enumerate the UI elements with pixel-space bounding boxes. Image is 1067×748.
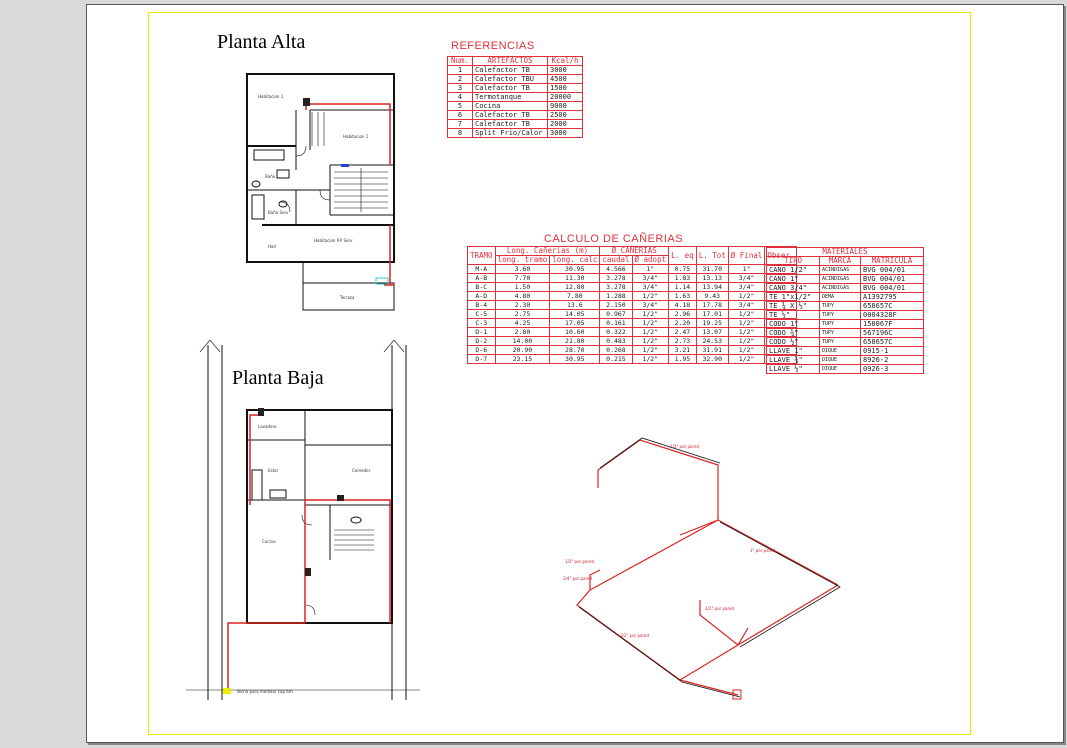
label-lavadero: Lavadero (258, 424, 277, 429)
planta-baja-gas-line (227, 414, 391, 690)
planta-baja-title: Planta Baja (232, 367, 324, 389)
iso-label-2: 3/4" por pared (563, 576, 592, 581)
planta-baja-plan (186, 339, 420, 700)
referencias-title: REFERENCIAS (451, 40, 535, 52)
label-bano: Baño (265, 174, 276, 179)
label-estar: Estar (268, 468, 279, 473)
ref-cell: 3000 (547, 128, 583, 138)
iso-label-5: 1/2" por pared (620, 633, 649, 638)
planta-alta-title: Planta Alta (217, 31, 306, 53)
label-habitacion2: Habitacion 1 (343, 134, 369, 139)
label-nota-medidor: Nicho para medidor cap 6m (237, 689, 293, 694)
iso-label-3: 1" por pared (750, 548, 776, 553)
label-terraza: Terraza (339, 295, 355, 300)
calc-cell: 0.215 (599, 354, 633, 364)
iso-label-4: 1/2" por pared (670, 444, 699, 449)
calculo-title: CALCULO DE CAÑERIAS (544, 233, 684, 245)
calc-cell: 32.90 (695, 354, 729, 364)
label-bano-serv: Baño Serv (268, 210, 289, 215)
label-dormitorio: Habitacion P.P Serv (314, 238, 353, 243)
calc-cell: 30.95 (549, 354, 601, 364)
label-cocina: Cocina (262, 539, 276, 544)
label-comedor: Comedor (352, 468, 371, 473)
iso-label-1: 1/2" por pared (565, 559, 594, 564)
isometric-gas-diagram-outline (578, 437, 841, 698)
calc-cell: 1/2" (631, 354, 670, 364)
label-hall: Hall (268, 244, 276, 249)
mat-cell: 0926-3 (860, 364, 924, 374)
iso-label-6: 1/2" por pared (705, 606, 734, 611)
planta-alta-plan (246, 73, 395, 311)
isometric-gas-diagram (576, 439, 839, 696)
drawing-frame (148, 12, 971, 735)
label-habitacion1: Habitacion 1 (258, 94, 284, 99)
planta-alta-gas-line (305, 103, 394, 286)
